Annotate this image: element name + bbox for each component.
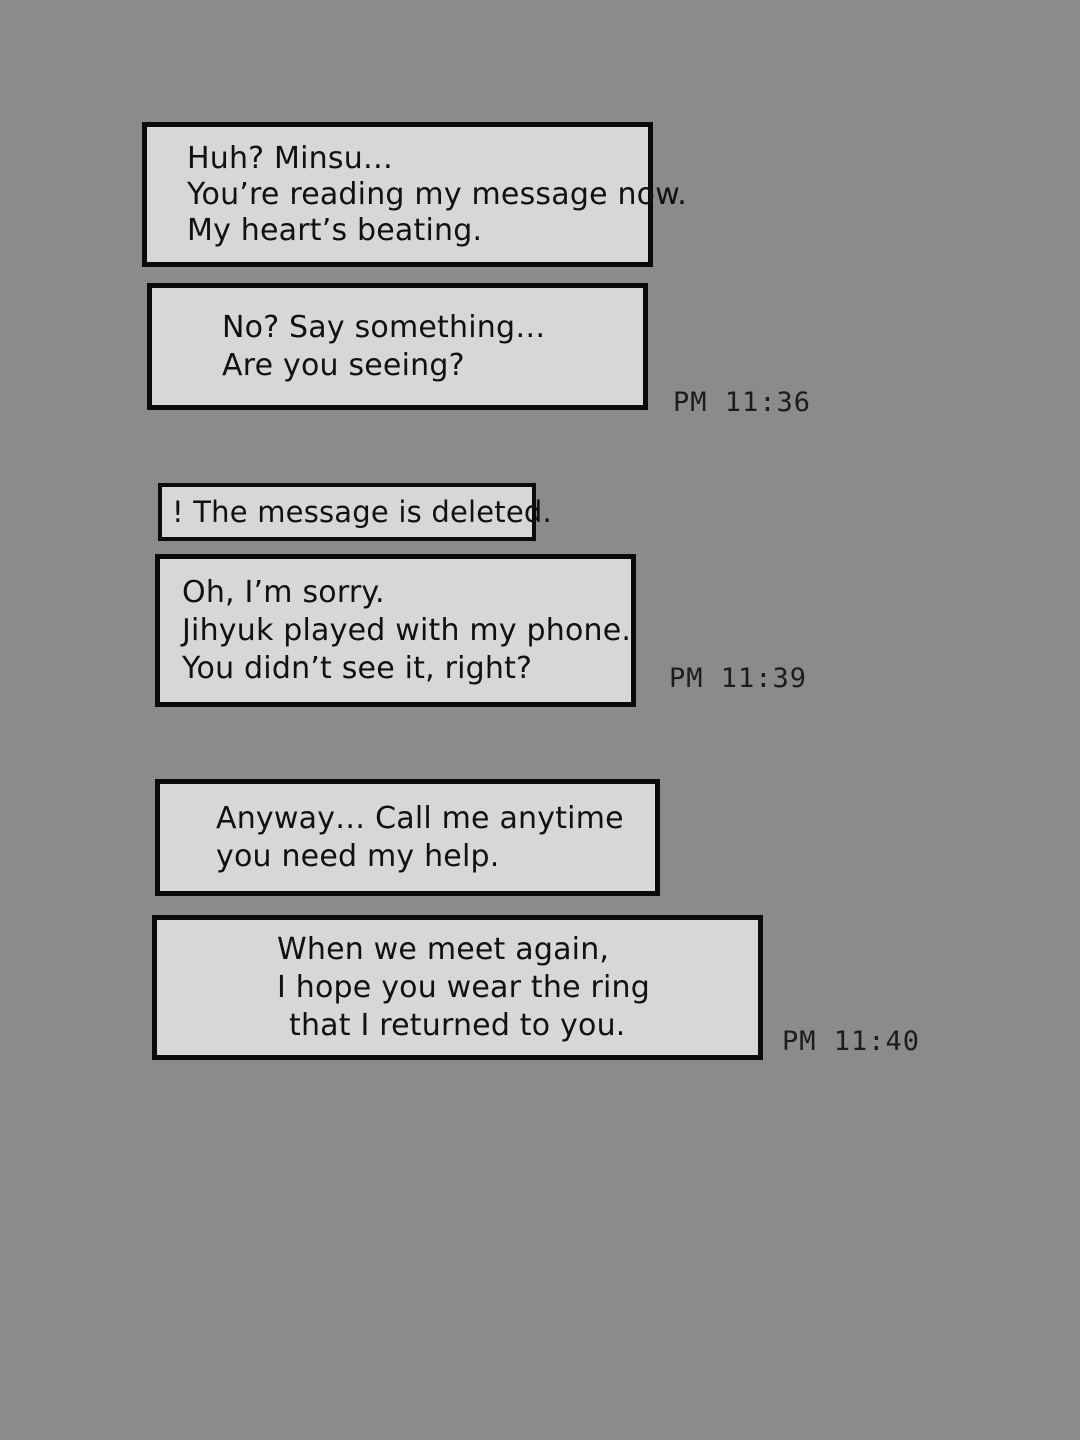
message-bubble[interactable]: Anyway… Call me anytime you need my help…: [155, 779, 660, 896]
message-line: Anyway… Call me anytime: [216, 800, 624, 836]
message-line: When we meet again,: [277, 931, 610, 967]
deleted-message-label: ! The message is deleted.: [172, 494, 552, 529]
message-line: Are you seeing?: [222, 347, 465, 383]
message-timestamp: PM 11:36: [673, 387, 812, 418]
message-line: Jihyuk played with my phone.: [182, 612, 632, 648]
message-bubble[interactable]: No? Say something… Are you seeing?: [147, 283, 648, 410]
message-line: Oh, I’m sorry.: [182, 574, 385, 610]
message-line: My heart’s beating.: [187, 212, 483, 248]
message-bubble[interactable]: Oh, I’m sorry. Jihyuk played with my pho…: [155, 554, 636, 707]
message-line: I hope you wear the ring: [277, 969, 650, 1005]
message-bubble[interactable]: When we meet again, I hope you wear the …: [152, 915, 763, 1060]
message-line: You’re reading my message now.: [187, 176, 687, 212]
message-line: You didn’t see it, right?: [182, 650, 533, 686]
message-line: you need my help.: [216, 838, 500, 874]
message-line: that I returned to you.: [289, 1007, 626, 1043]
deleted-message-notice[interactable]: ! The message is deleted.: [158, 483, 552, 541]
message-line: No? Say something…: [222, 309, 546, 345]
message-line: Huh? Minsu…: [187, 140, 394, 176]
message-timestamp: PM 11:39: [669, 663, 808, 694]
message-timestamp: PM 11:40: [782, 1026, 921, 1057]
message-bubble[interactable]: Huh? Minsu… You’re reading my message no…: [142, 122, 687, 267]
